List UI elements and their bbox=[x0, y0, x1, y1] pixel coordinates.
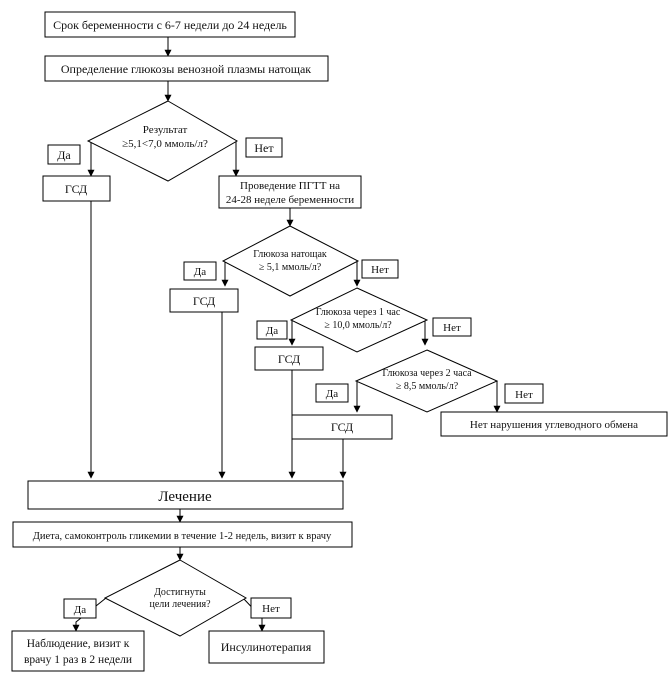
yes-label-5: Да bbox=[63, 598, 97, 619]
gsd-box-2: ГСД bbox=[169, 288, 239, 313]
yes-label-4: Да bbox=[315, 383, 349, 403]
decision-fasting-line2: ≥ 5,1 ммоль/л? bbox=[259, 262, 322, 273]
no-disorder-text: Нет нарушения углеводного обмена bbox=[470, 419, 638, 431]
decision-goals-line1: Достигнуты bbox=[154, 587, 206, 598]
gsd-box-4: ГСД bbox=[291, 414, 393, 440]
decision-goals: Достигнуты цели лечения? bbox=[103, 559, 248, 637]
observation-line1: Наблюдение, визит к bbox=[27, 638, 130, 650]
yes-label-2: Да bbox=[183, 261, 217, 281]
yes-label-1: Да bbox=[47, 144, 81, 165]
no-label-5: Нет bbox=[250, 597, 292, 619]
pgtt-box: Проведение ПГТТ на 24-28 неделе беременн… bbox=[218, 175, 362, 209]
no-label-2: Нет bbox=[361, 259, 399, 279]
no-label-3: Нет bbox=[432, 317, 472, 337]
treatment-text: Лечение bbox=[158, 489, 212, 505]
svg-text:Нет: Нет bbox=[371, 264, 389, 276]
svg-text:Нет: Нет bbox=[254, 141, 274, 155]
pgtt-line2: 24-28 неделе беременности bbox=[226, 194, 354, 206]
no-disorder-box: Нет нарушения углеводного обмена bbox=[440, 411, 668, 437]
glucose-test-text: Определение глюкозы венозной плазмы нато… bbox=[61, 62, 311, 76]
start-text: Срок беременности с 6-7 недели до 24 нед… bbox=[53, 18, 287, 32]
decision-fasting-line1: Глюкоза натощак bbox=[253, 249, 327, 260]
no-label-4: Нет bbox=[504, 383, 544, 404]
decision-2hour-line1: Глюкоза через 2 часа bbox=[382, 368, 472, 379]
diet-box: Диета, самоконтроль гликемии в течение 1… bbox=[12, 521, 353, 548]
svg-text:Да: Да bbox=[57, 148, 71, 162]
glucose-test-box: Определение глюкозы венозной плазмы нато… bbox=[44, 55, 329, 82]
gsd-box-1: ГСД bbox=[42, 175, 111, 202]
treatment-box: Лечение bbox=[27, 480, 344, 510]
svg-text:Да: Да bbox=[74, 604, 87, 616]
insulin-box: Инсулинотерапия bbox=[208, 630, 325, 664]
observation-box: Наблюдение, визит к врачу 1 раз в 2 неде… bbox=[11, 630, 145, 672]
no-label-1: Нет bbox=[245, 137, 283, 158]
svg-text:Нет: Нет bbox=[515, 389, 533, 401]
observation-line2: врачу 1 раз в 2 недели bbox=[24, 654, 132, 666]
decision-fasting: Глюкоза натощак ≥ 5,1 ммоль/л? bbox=[221, 225, 360, 297]
diet-text: Диета, самоконтроль гликемии в течение 1… bbox=[33, 531, 332, 542]
svg-text:ГСД: ГСД bbox=[278, 352, 300, 366]
gsd-box-3: ГСД bbox=[254, 346, 324, 371]
pgtt-line1: Проведение ПГТТ на bbox=[240, 180, 340, 192]
insulin-text: Инсулинотерапия bbox=[221, 640, 312, 654]
svg-text:Да: Да bbox=[326, 388, 339, 400]
svg-text:Да: Да bbox=[194, 266, 207, 278]
svg-text:ГСД: ГСД bbox=[331, 420, 353, 434]
decision-1hour-line1: Глюкоза через 1 час bbox=[316, 307, 401, 318]
decision-2hour-line2: ≥ 8,5 ммоль/л? bbox=[396, 381, 459, 392]
svg-text:Да: Да bbox=[266, 325, 279, 337]
svg-text:ГСД: ГСД bbox=[65, 182, 87, 196]
start-box: Срок беременности с 6-7 недели до 24 нед… bbox=[44, 11, 296, 38]
decision-result: Результат ≥5,1<7,0 ммоль/л? bbox=[86, 100, 238, 182]
svg-text:ГСД: ГСД bbox=[193, 294, 215, 308]
yes-label-3: Да bbox=[256, 320, 288, 340]
decision-goals-line2: цели лечения? bbox=[149, 599, 211, 610]
decision-1hour: Глюкоза через 1 час ≥ 10,0 ммоль/л? bbox=[289, 287, 429, 353]
svg-text:Нет: Нет bbox=[443, 322, 461, 334]
decision-2hour: Глюкоза через 2 часа ≥ 8,5 ммоль/л? bbox=[354, 349, 499, 413]
connectors bbox=[72, 37, 501, 632]
decision-result-line1: Результат bbox=[143, 124, 188, 136]
decision-result-line2: ≥5,1<7,0 ммоль/л? bbox=[122, 138, 208, 150]
svg-text:Нет: Нет bbox=[262, 603, 280, 615]
decision-1hour-line2: ≥ 10,0 ммоль/л? bbox=[324, 320, 392, 331]
